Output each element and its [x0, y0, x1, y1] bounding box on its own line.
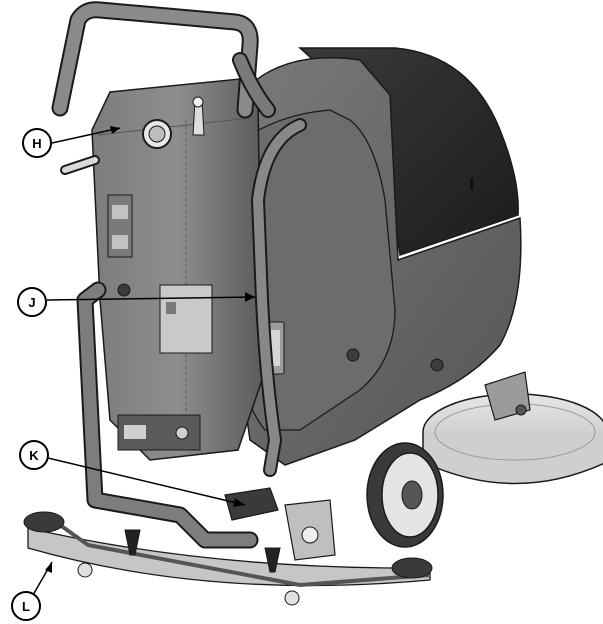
- handle-bar: [51, 1, 276, 119]
- leader-j: [46, 296, 256, 301]
- side-lever: [60, 155, 100, 175]
- rear-panel: [91, 77, 263, 461]
- brush-deck: [422, 371, 603, 485]
- svg-text:L: L: [22, 599, 30, 614]
- callout-k: K: [19, 440, 49, 470]
- leader-k: [47, 457, 246, 506]
- svg-text:H: H: [32, 136, 41, 151]
- callout-l: L: [11, 591, 41, 621]
- foot-pedal: [224, 487, 336, 561]
- callout-j: J: [17, 287, 47, 317]
- leader-h: [51, 127, 121, 144]
- callout-leaders: [32, 126, 256, 596]
- control-panel: [107, 96, 205, 451]
- svg-text:K: K: [29, 448, 39, 463]
- squeegee-assembly: [23, 511, 433, 606]
- svg-text:J: J: [28, 295, 35, 310]
- rear-wheel: [366, 442, 444, 548]
- callout-h: H: [22, 128, 52, 158]
- recovery-tank: [298, 47, 519, 256]
- frame-tube: [76, 281, 259, 549]
- recovery-hose: [250, 118, 307, 477]
